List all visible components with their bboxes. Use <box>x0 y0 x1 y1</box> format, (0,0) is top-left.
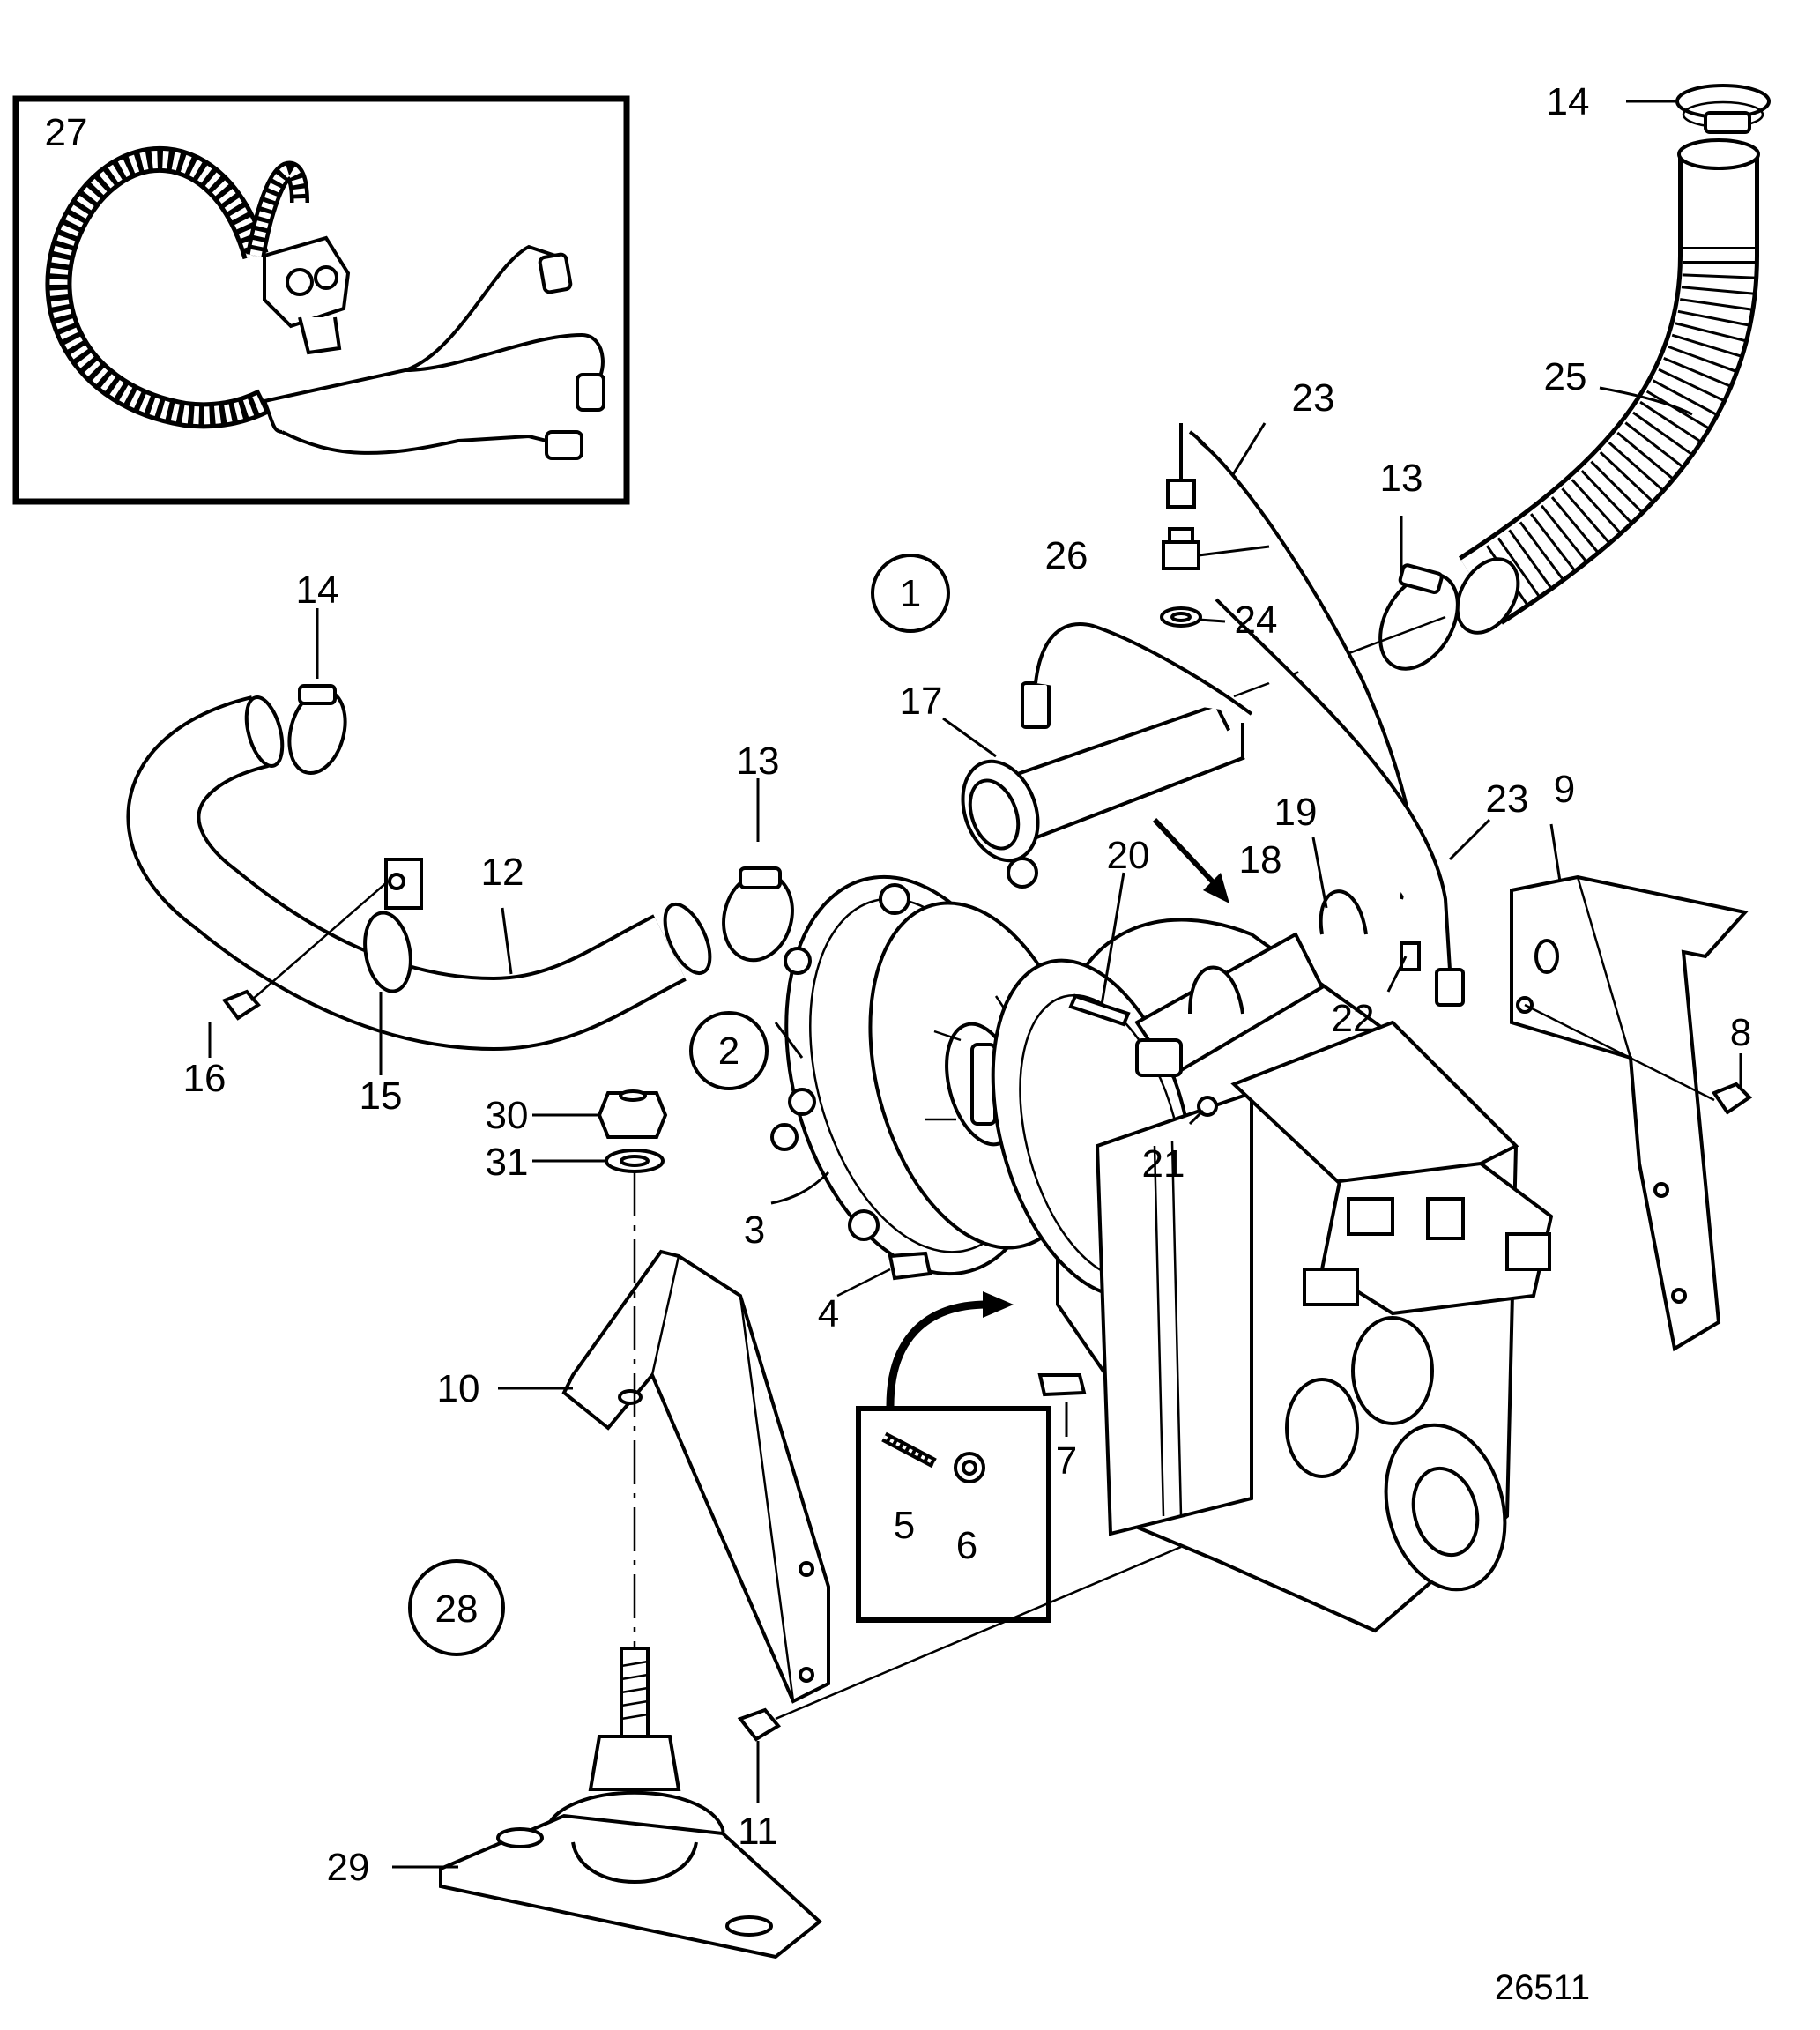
fitting-26 <box>1162 527 1200 570</box>
assembly-arrow <box>1152 817 1229 903</box>
label-7: 7 <box>1056 1439 1077 1483</box>
label-14-left: 14 <box>296 569 339 612</box>
label-2: 2 <box>718 1030 739 1073</box>
label-31: 31 <box>486 1141 529 1184</box>
mount-29 <box>439 1172 823 1959</box>
label-6: 6 <box>956 1524 977 1567</box>
label-14-top: 14 <box>1547 80 1590 123</box>
circled-label-28 <box>408 1559 505 1656</box>
label-15: 15 <box>360 1074 403 1118</box>
label-21: 21 <box>1142 1142 1185 1186</box>
clamp-13-right <box>1378 563 1460 671</box>
label-30: 30 <box>486 1094 529 1137</box>
label-8: 8 <box>1730 1011 1751 1054</box>
circled-label-1 <box>871 554 950 633</box>
label-13-left: 13 <box>737 740 780 783</box>
label-4: 4 <box>818 1292 839 1335</box>
label-29: 29 <box>327 1846 370 1889</box>
nut-30 <box>597 1089 668 1139</box>
label-11: 11 <box>738 1810 778 1853</box>
label-26: 26 <box>1045 534 1088 577</box>
stud-20 <box>1068 993 1131 1027</box>
label-19: 19 <box>1274 791 1318 834</box>
label-22: 22 <box>1332 997 1375 1040</box>
leader-lines <box>208 100 1742 1869</box>
hose-25 <box>1455 138 1760 635</box>
label-23-mid: 23 <box>1486 777 1529 821</box>
circled-label-2 <box>689 1011 769 1090</box>
label-3: 3 <box>744 1208 765 1252</box>
label-25: 25 <box>1544 355 1587 398</box>
label-16: 16 <box>183 1057 227 1100</box>
label-20: 20 <box>1107 834 1150 877</box>
label-12: 12 <box>481 851 524 894</box>
fitting-22 <box>1400 941 1421 971</box>
label-10: 10 <box>437 1367 480 1410</box>
clamp-14-top <box>1675 84 1771 134</box>
washer-24 <box>1160 606 1202 628</box>
inset-pin-nut <box>856 1291 1051 1623</box>
bracket-9 <box>1510 874 1749 1352</box>
label-18: 18 <box>1239 838 1282 881</box>
bolt-7 <box>1037 1373 1087 1397</box>
label-5: 5 <box>894 1504 915 1547</box>
bolt-4 <box>836 1251 932 1298</box>
inset-hose-kit <box>12 95 630 505</box>
gearbox-1 <box>991 889 1554 1633</box>
clamp-14-left <box>287 684 347 776</box>
label-1: 1 <box>900 572 921 615</box>
label-23-top: 23 <box>1292 376 1335 420</box>
bolt-16 <box>221 881 389 1021</box>
oil-cooler-17 <box>961 615 1446 863</box>
label-9: 9 <box>1554 768 1575 811</box>
bolt-11 <box>737 1545 1182 1742</box>
hose-12 <box>126 695 712 1052</box>
clamp-13-left <box>722 866 794 963</box>
label-28: 28 <box>435 1588 479 1631</box>
figure-number: 26511 <box>1495 1968 1590 2007</box>
label-13-right: 13 <box>1380 457 1423 500</box>
label-24: 24 <box>1235 599 1278 642</box>
washer-31 <box>605 1149 665 1173</box>
bracket-10 <box>561 1249 830 1704</box>
label-27: 27 <box>45 111 88 154</box>
bolt-8 <box>1524 1003 1753 1115</box>
label-17: 17 <box>900 680 943 723</box>
